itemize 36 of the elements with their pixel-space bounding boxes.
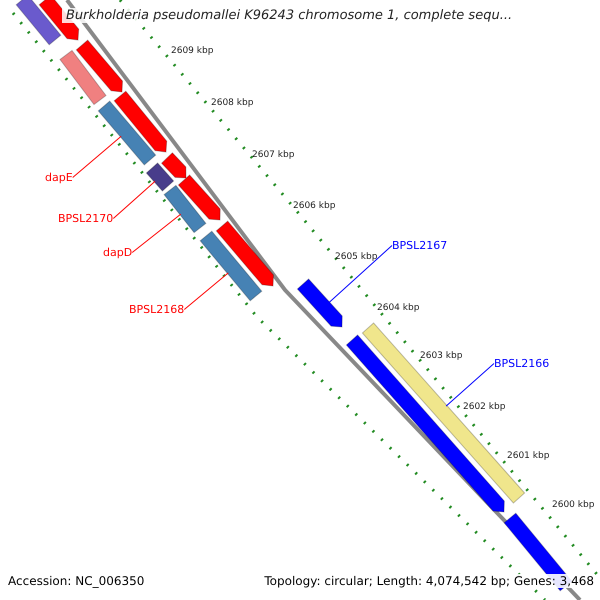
gene-feature xyxy=(114,90,168,153)
genome-summary-text: Topology: circular; Length: 4,074,542 bp; Genes: 3,468 xyxy=(264,574,594,588)
gene-block xyxy=(163,184,207,234)
gene-label: dapD xyxy=(103,246,132,259)
gene-label: BPSL2170 xyxy=(58,212,114,225)
scale-tick-label: 2603 kbp xyxy=(420,351,462,361)
gene-block xyxy=(146,162,174,192)
leader-line xyxy=(72,136,122,178)
scale-tick-label: 2609 kbp xyxy=(171,46,214,56)
scale-tick-label: 2602 kbp xyxy=(463,402,506,412)
gene-block xyxy=(98,100,156,166)
leader-line xyxy=(132,214,182,253)
scale-tick-label: 2607 kbp xyxy=(252,150,294,160)
gene-feature xyxy=(160,152,186,179)
leader-line xyxy=(184,272,229,310)
gene-feature xyxy=(296,278,343,328)
scale-tick-label: 2608 kbp xyxy=(211,98,254,108)
gene-block xyxy=(59,50,107,106)
scale-tick-label: 2606 kbp xyxy=(293,201,336,211)
gene-feature xyxy=(178,174,221,221)
scale-tick-label: 2605 kbp xyxy=(335,252,378,262)
leader-line xyxy=(112,180,156,219)
accession-text: Accession: NC_006350 xyxy=(8,574,144,588)
gene-block xyxy=(200,230,262,302)
gene-label: BPSL2166 xyxy=(494,357,550,370)
leader-line xyxy=(446,363,494,407)
scale-tick-label: 2601 kbp xyxy=(507,451,550,461)
gene-label: BPSL2167 xyxy=(392,239,448,252)
leader-line xyxy=(328,245,392,304)
scale-tick-label: 2600 kbp xyxy=(552,500,594,510)
gene-feature xyxy=(76,39,123,93)
gene-label: dapE xyxy=(45,171,73,184)
gene-block xyxy=(16,0,62,46)
gene-label: BPSL2168 xyxy=(129,303,184,316)
gene-feature xyxy=(216,220,274,287)
scale-tick-label: 2604 kbp xyxy=(377,303,420,313)
